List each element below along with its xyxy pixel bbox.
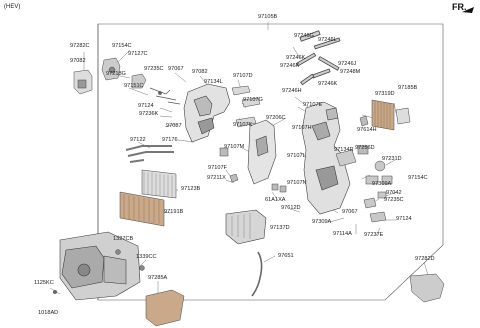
part-97137D[interactable]: 97137D bbox=[270, 225, 290, 231]
lever-parts-icon bbox=[149, 87, 181, 105]
bracket-97256D-icon bbox=[357, 145, 369, 155]
actuators-right-icon bbox=[363, 160, 393, 223]
part-61A1XA[interactable]: 61A1XA bbox=[265, 197, 286, 203]
part-97206C[interactable]: 97206C bbox=[266, 115, 286, 121]
part-97218G[interactable]: 97218G bbox=[106, 71, 126, 77]
part-97248M[interactable]: 97248M bbox=[340, 69, 361, 75]
part-97107L[interactable]: 97107L bbox=[287, 153, 306, 159]
clips-61A1XA-icon bbox=[271, 183, 287, 193]
variant-label: (HEV) bbox=[4, 4, 21, 10]
part-97231D[interactable]: 97231D bbox=[382, 156, 402, 162]
part-97614H[interactable]: 97614H bbox=[357, 127, 377, 133]
filter-97319D-icon bbox=[371, 99, 395, 131]
part-97246L[interactable]: 97246L bbox=[318, 37, 337, 43]
part-97154C-b[interactable]: 97154C bbox=[408, 175, 428, 181]
duct-97134R-icon bbox=[335, 149, 357, 167]
part-97246H[interactable]: 97246H bbox=[282, 88, 302, 94]
part-97612D[interactable]: 97612D bbox=[281, 205, 301, 211]
part-97235C-a[interactable]: 97235C bbox=[144, 66, 164, 72]
part-97309A-a[interactable]: 97309A bbox=[372, 181, 392, 187]
part-97122[interactable]: 97122 bbox=[130, 137, 146, 143]
sensor-97107F-icon bbox=[219, 147, 239, 183]
part-97236K[interactable]: 97236K bbox=[139, 111, 159, 117]
part-97651[interactable]: 97651 bbox=[278, 253, 294, 259]
part-97107K[interactable]: 97107K bbox=[233, 122, 253, 128]
part-97107E[interactable]: 97107E bbox=[303, 102, 323, 108]
part-97107N[interactable]: 97107N bbox=[287, 180, 307, 186]
rods-97246-icon bbox=[296, 30, 341, 86]
part-97151C[interactable]: 97151C bbox=[124, 83, 144, 89]
part-97319D[interactable]: 97319D bbox=[375, 91, 395, 97]
cover-97185B-icon bbox=[395, 107, 411, 125]
part-97105B[interactable]: 97105B bbox=[258, 14, 278, 20]
main-case-right-icon bbox=[301, 101, 351, 215]
hvac-assembly-icon bbox=[59, 231, 141, 301]
part-97127C[interactable]: 97127C bbox=[128, 51, 148, 57]
part-1125KC[interactable]: 1125KC bbox=[34, 280, 54, 286]
part-97082[interactable]: 97082 bbox=[70, 58, 86, 64]
part-97042[interactable]: 97042 bbox=[386, 190, 402, 196]
part-97154C-a[interactable]: 97154C bbox=[112, 43, 132, 49]
part-97134R[interactable]: 97134R bbox=[334, 147, 354, 153]
part-97067-a[interactable]: 97067 bbox=[168, 66, 184, 72]
part-1339CC[interactable]: 1339CC bbox=[136, 254, 157, 260]
grommet-1327CB-icon bbox=[115, 249, 121, 255]
part-97246G[interactable]: 97246G bbox=[294, 33, 314, 39]
part-97124-a[interactable]: 97124 bbox=[138, 103, 154, 109]
part-97114A[interactable]: 97114A bbox=[333, 231, 352, 237]
part-97087[interactable]: 97087 bbox=[166, 123, 182, 129]
part-97256D[interactable]: 97256D bbox=[355, 145, 375, 151]
part-97107H[interactable]: 97107H bbox=[292, 125, 312, 131]
part-97282C[interactable]: 97282C bbox=[70, 43, 90, 49]
center-case-icon bbox=[247, 119, 277, 185]
bracket-97082-icon bbox=[73, 69, 93, 95]
pipes-97122-icon bbox=[125, 145, 174, 163]
sensor-97614H-icon bbox=[359, 115, 369, 127]
front-arrow-icon bbox=[462, 7, 474, 13]
part-97282D[interactable]: 97282D bbox=[415, 256, 435, 262]
part-97191B[interactable]: 97191B bbox=[164, 209, 184, 215]
part-97246J[interactable]: 97246J bbox=[338, 61, 357, 67]
part-97134L[interactable]: 97134L bbox=[204, 79, 223, 85]
part-97237E[interactable]: 97237E bbox=[364, 232, 384, 238]
part-97107M[interactable]: 97107M bbox=[224, 144, 245, 150]
part-97124-b[interactable]: 97124 bbox=[396, 216, 412, 222]
panel-97285A-icon bbox=[145, 289, 185, 327]
front-direction-label: FR. bbox=[452, 2, 467, 12]
part-97107D[interactable]: 97107D bbox=[233, 73, 253, 79]
part-97107G[interactable]: 97107G bbox=[243, 97, 263, 103]
drain-hose-97651-icon bbox=[251, 251, 263, 297]
screw-1125KC-icon bbox=[53, 290, 57, 294]
actuator-97235C-icon bbox=[131, 73, 147, 89]
part-97211X[interactable]: 97211X bbox=[207, 175, 226, 181]
upper-case-icon bbox=[183, 83, 231, 143]
heater-core-97123B-icon bbox=[141, 169, 177, 199]
evaporator-97191B-icon bbox=[119, 191, 165, 227]
part-97309A-b[interactable]: 97309A bbox=[312, 219, 332, 225]
bracket-97282D-icon bbox=[409, 273, 445, 303]
part-97107F[interactable]: 97107F bbox=[208, 165, 227, 171]
part-97067-b[interactable]: 97067 bbox=[342, 209, 358, 215]
part-97185B[interactable]: 97185B bbox=[398, 85, 418, 91]
part-97246K-c[interactable]: 97246K bbox=[318, 81, 338, 87]
part-1327CB[interactable]: 1327CB bbox=[113, 236, 134, 242]
part-97123B[interactable]: 97123B bbox=[181, 186, 201, 192]
part-97285A[interactable]: 97285A bbox=[148, 275, 168, 281]
part-97235C-b[interactable]: 97235C bbox=[384, 197, 404, 203]
part-1018AD[interactable]: 1018AD bbox=[38, 310, 59, 316]
grommet-1339CC-icon bbox=[139, 265, 145, 271]
part-97176[interactable]: 97176 bbox=[162, 137, 178, 143]
part-97246K-b[interactable]: 97246K bbox=[280, 63, 300, 69]
part-97082-b[interactable]: 97082 bbox=[192, 69, 208, 75]
lower-case-97137D-icon bbox=[225, 209, 267, 245]
part-97246K-a[interactable]: 97246K bbox=[286, 55, 306, 61]
door-97107D-icon bbox=[231, 85, 261, 128]
actuator-97154C-icon bbox=[101, 57, 121, 81]
